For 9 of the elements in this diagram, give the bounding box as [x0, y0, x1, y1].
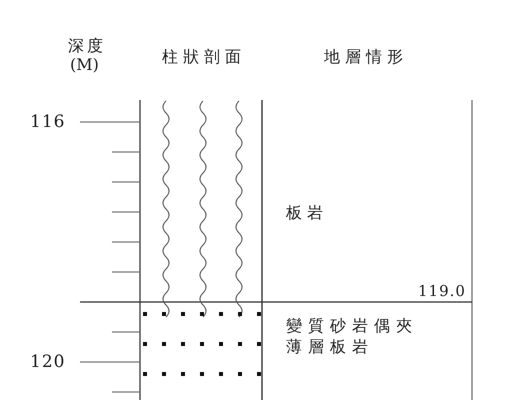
rock-type-label: 板岩 — [286, 205, 328, 221]
depth-value: 120 — [30, 354, 66, 371]
axis-title: 深度 — [68, 38, 106, 54]
column-header: 地層情形 — [324, 49, 408, 65]
boundary-depth-value: 119.0 — [418, 284, 466, 299]
axis-unit: (M) — [70, 57, 99, 73]
rock-type-label: 變質砂岩偶夾薄層板岩 — [286, 316, 418, 358]
depth-value: 116 — [30, 114, 66, 131]
column-header: 柱狀剖面 — [162, 49, 246, 65]
